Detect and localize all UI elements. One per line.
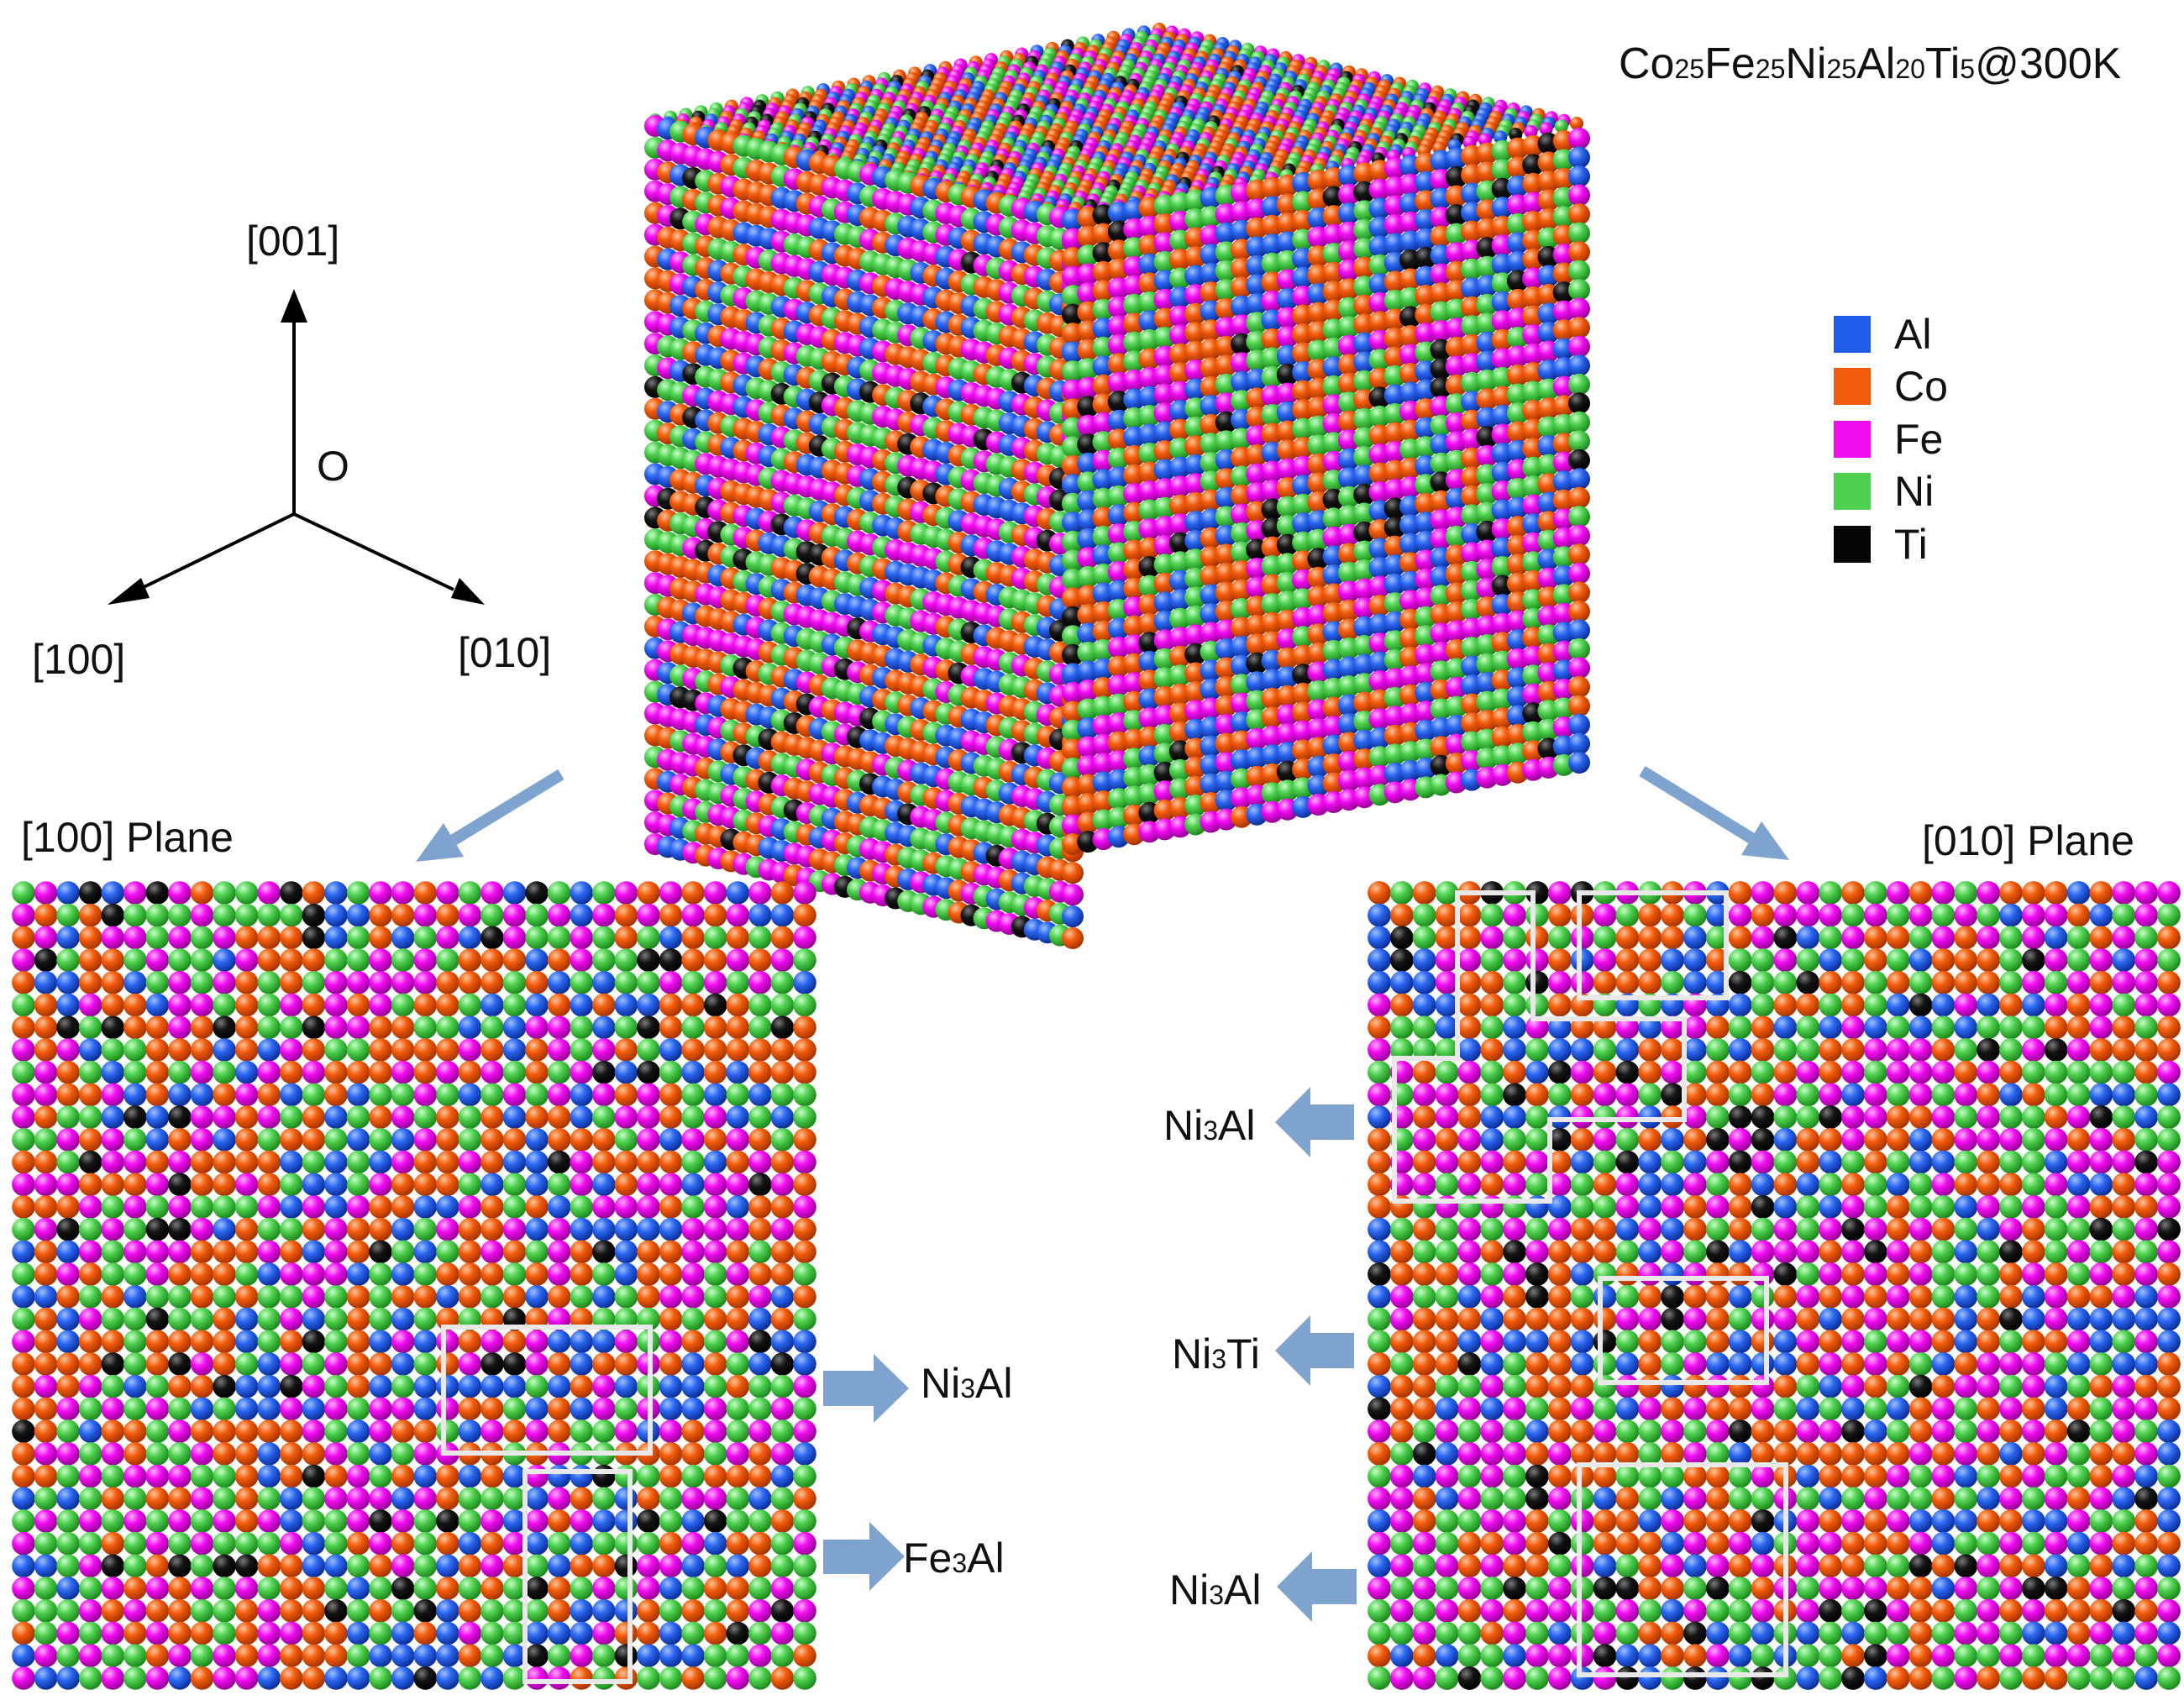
arrow-left-ni3al-bottom bbox=[1277, 1551, 1357, 1622]
title-subscript: 25 bbox=[1826, 54, 1857, 84]
cube-side-face bbox=[1062, 128, 1590, 855]
cube-top-face bbox=[648, 23, 1583, 221]
phase-label-ni3ti-right: Ni3Ti bbox=[1172, 1330, 1260, 1377]
cube-front-face bbox=[644, 115, 1084, 949]
phase-highlight-boxes bbox=[441, 890, 1788, 1684]
axis-triad bbox=[108, 289, 485, 605]
legend-swatch bbox=[1834, 526, 1871, 563]
axis-z-arrowhead bbox=[281, 289, 307, 323]
legend-swatch bbox=[1834, 473, 1871, 510]
axis-x-arrowhead bbox=[108, 578, 150, 605]
plane-010-slice bbox=[1368, 881, 2181, 1690]
title-segment: Co bbox=[1619, 39, 1675, 88]
phase-arrows bbox=[823, 1087, 1357, 1622]
title-segment: Ti bbox=[1924, 39, 1961, 88]
legend-label: Co bbox=[1894, 363, 1948, 410]
title-segment: Fe bbox=[1704, 39, 1756, 88]
phase-label-ni3al-left: Ni3Al bbox=[921, 1360, 1013, 1407]
title-subscript: 5 bbox=[1960, 54, 1976, 84]
plane-label-010: [010] Plane bbox=[1922, 817, 2134, 864]
arrow-right-ni3al bbox=[823, 1354, 909, 1423]
legend-swatch bbox=[1834, 368, 1871, 405]
axis-y-label: [010] bbox=[458, 629, 552, 676]
title-segment: Ni bbox=[1785, 39, 1827, 88]
title-subscript: 25 bbox=[1674, 54, 1705, 84]
axis-origin-label: O bbox=[317, 443, 349, 490]
composition-title: Co25Fe25Ni25Al20Ti5@300K bbox=[1619, 42, 2121, 86]
legend-item-ni: Ni bbox=[1834, 470, 1934, 513]
legend-swatch bbox=[1834, 316, 1871, 353]
legend-label: Al bbox=[1894, 311, 1932, 358]
legend-label: Ti bbox=[1894, 521, 1928, 568]
axis-x-label: [100] bbox=[32, 636, 126, 683]
arrow-left-ni3al-top bbox=[1275, 1087, 1354, 1157]
arrow-right-fe3al bbox=[823, 1522, 905, 1591]
title-segment: Al bbox=[1856, 39, 1896, 88]
box-ni3al-right-top bbox=[1392, 890, 1687, 1204]
legend-swatch bbox=[1834, 421, 1871, 458]
title-subscript: 20 bbox=[1895, 54, 1925, 84]
legend-item-fe: Fe bbox=[1834, 417, 1943, 461]
arrow-to-100-plane bbox=[450, 769, 564, 845]
phase-label-ni3al-right-top: Ni3Al bbox=[1163, 1102, 1256, 1149]
arrow-to-010-plane bbox=[1639, 766, 1755, 843]
legend-item-co: Co bbox=[1834, 365, 1948, 408]
legend-item-ti: Ti bbox=[1834, 522, 1928, 566]
slice-arrows bbox=[416, 766, 1789, 862]
box-ni3al-right-bottom bbox=[1577, 1462, 1788, 1677]
box-ni3ti-top bbox=[1577, 890, 1729, 1000]
plane-label-100: [100] Plane bbox=[21, 814, 234, 861]
legend-label: Fe bbox=[1894, 416, 1944, 463]
legend-item-al: Al bbox=[1834, 312, 1931, 356]
title-segment: @300K bbox=[1975, 39, 2122, 88]
phase-label-ni3al-right-bottom: Ni3Al bbox=[1169, 1566, 1262, 1613]
plane-100-slice bbox=[12, 881, 816, 1690]
axis-y-arrowhead bbox=[451, 578, 485, 605]
arrow-left-ni3ti bbox=[1275, 1315, 1354, 1386]
title-subscript: 25 bbox=[1755, 54, 1786, 84]
phase-label-fe3al-left: Fe3Al bbox=[903, 1535, 1005, 1582]
box-ni3al-left bbox=[441, 1325, 653, 1456]
box-fe3al-left bbox=[522, 1469, 633, 1684]
axis-z-label: [001] bbox=[246, 218, 340, 265]
legend-label: Ni bbox=[1894, 468, 1935, 515]
box-ni3ti-mid bbox=[1598, 1276, 1769, 1385]
